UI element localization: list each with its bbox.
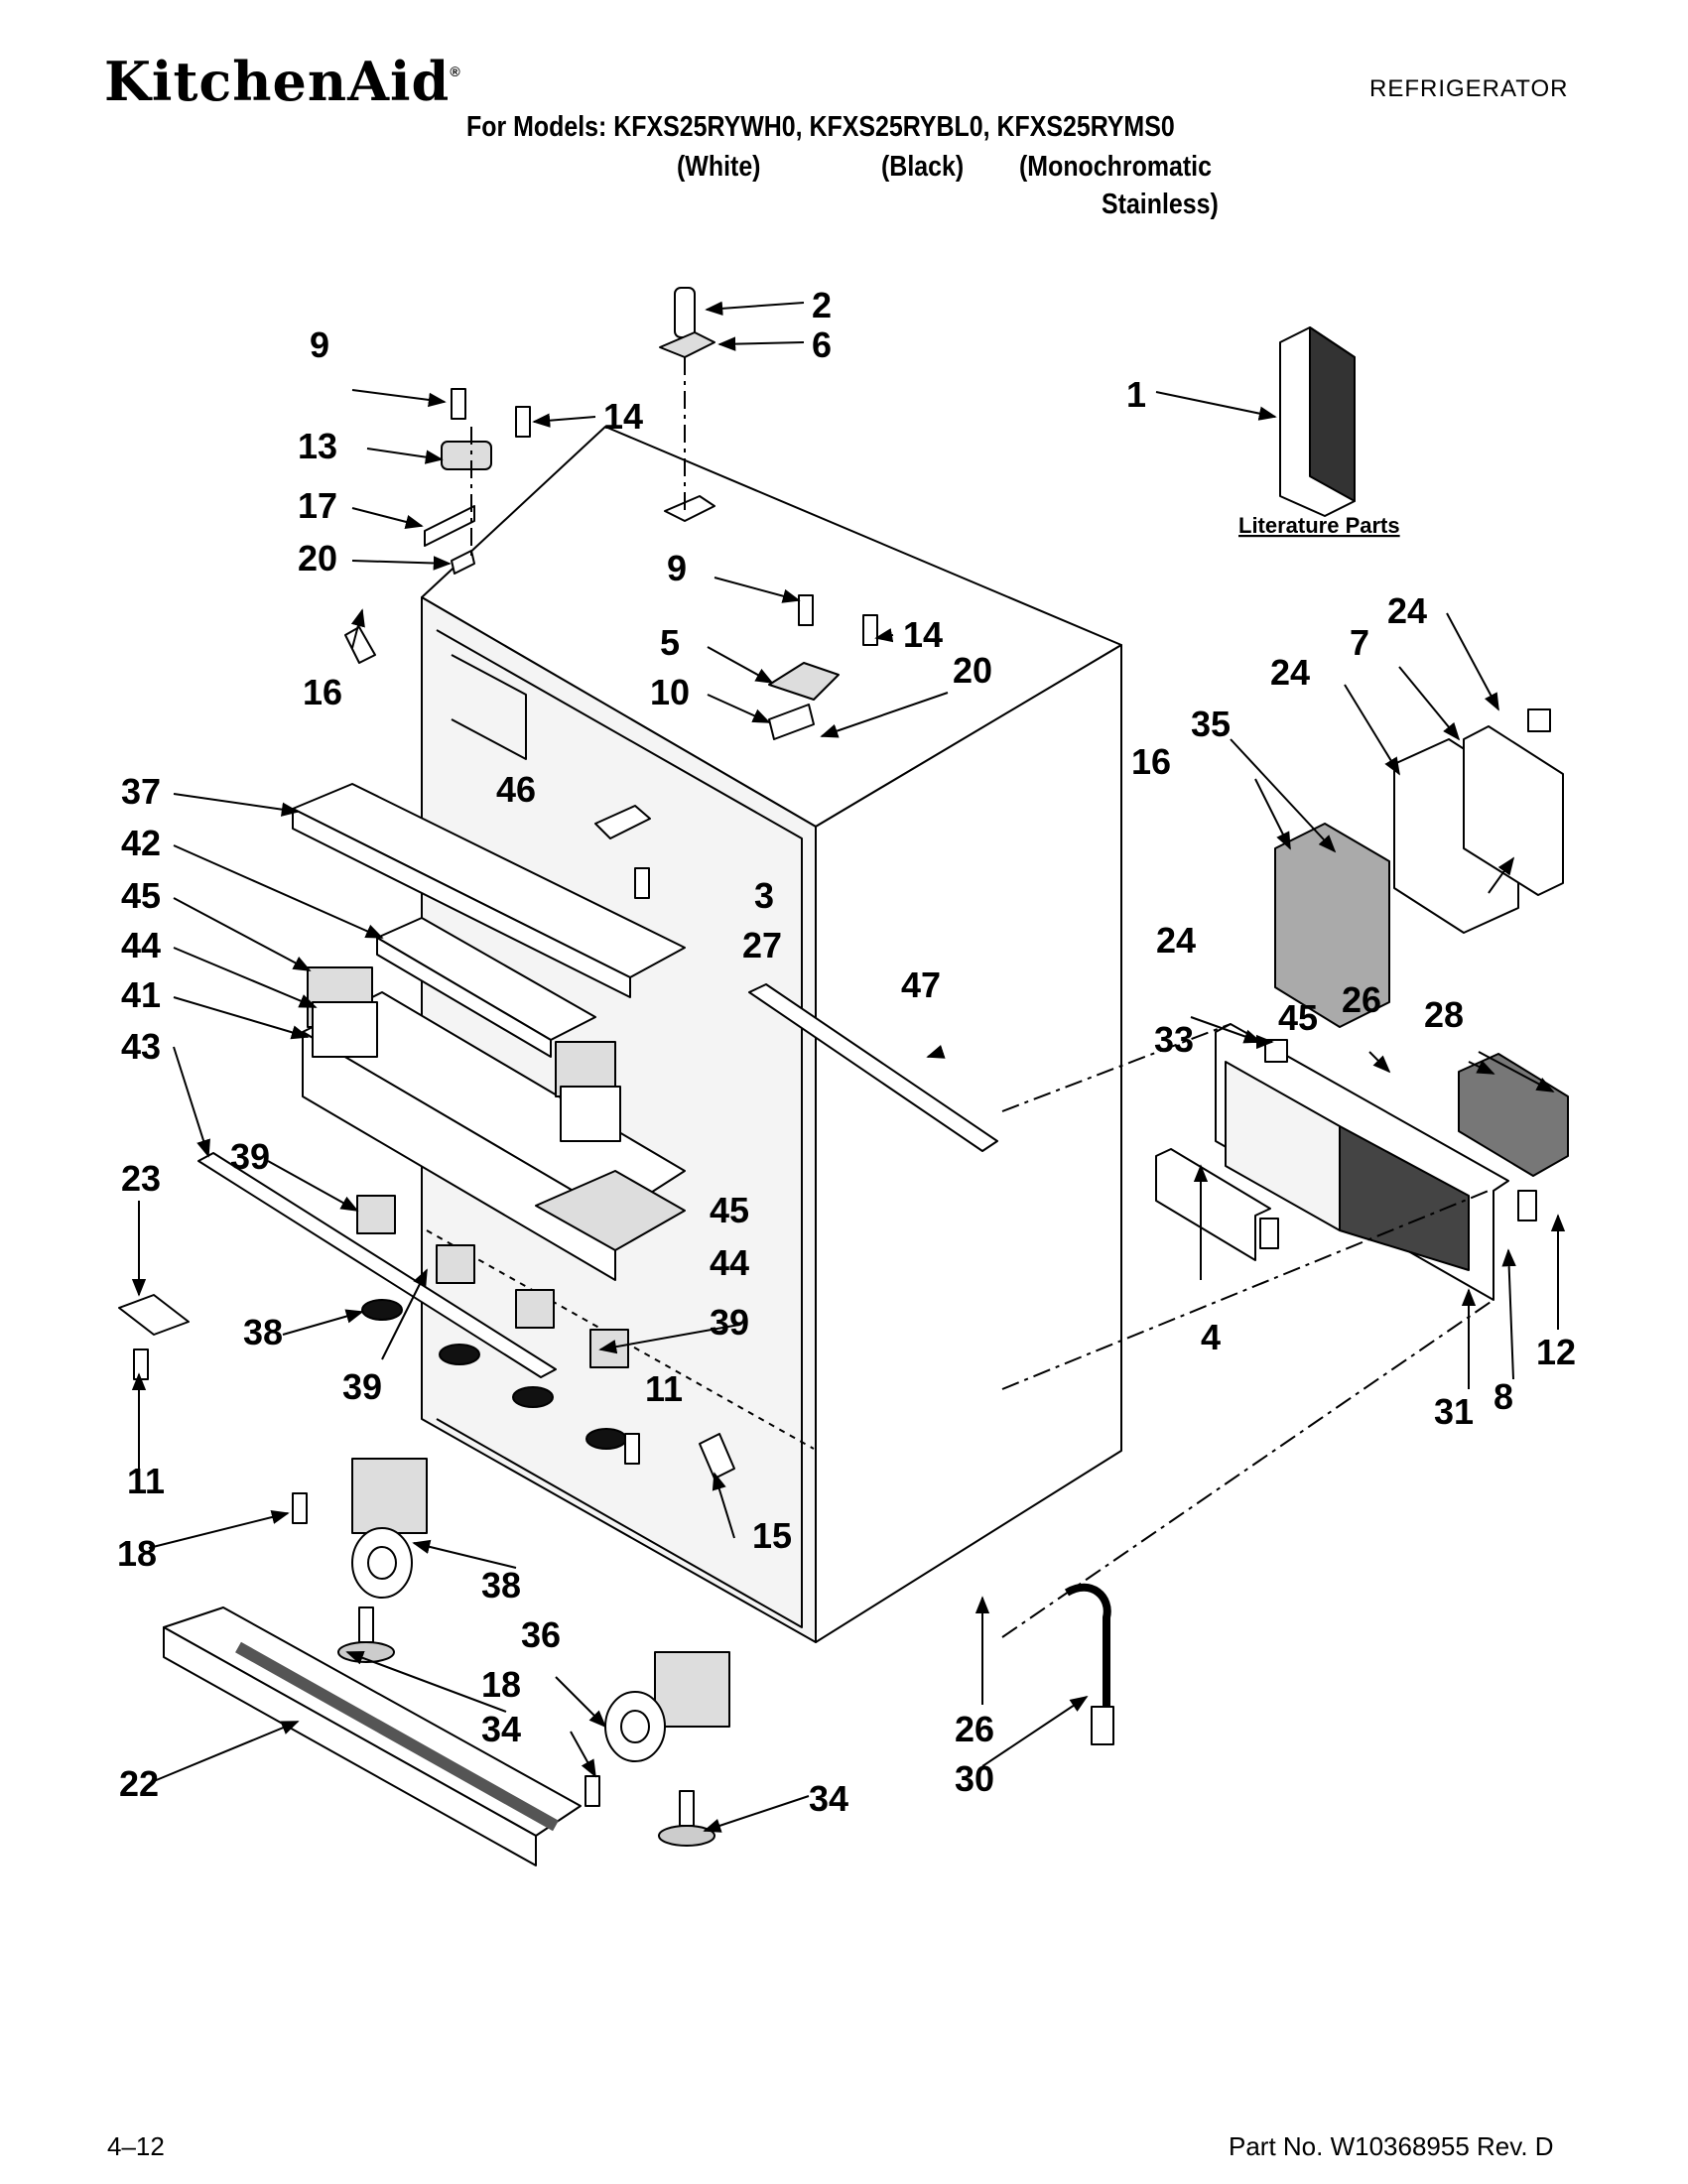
drawer-slide-assembly-40 [302,991,686,1281]
callout-12: 12 [1536,1332,1576,1372]
callout-43-right: 44 [710,1242,749,1283]
drawer-pads-38 [361,1299,627,1450]
callout-26: 26 [955,1709,994,1749]
callout-7: 7 [1350,622,1369,663]
brand-logo: KitchenAid® [104,50,461,113]
page-number: 4–12 [107,2131,165,2161]
leveling-feet [337,1606,715,1847]
part-number: Part No. W10368955 Rev. D [1229,2131,1554,2161]
callout-11-left: 11 [127,1461,165,1501]
callout-17: 16 [303,672,342,712]
power-cord-31 [1064,1583,1114,1745]
callout-39-low: 39 [342,1366,382,1407]
electrical-box-16 [1274,823,1390,1028]
variant-monochromatic: (Monochromatic [1019,151,1212,183]
callout-14-top: 14 [603,396,643,437]
callout-11-mid: 11 [645,1368,683,1409]
callout-21-mid: 20 [953,650,992,691]
variant-stainless: Stainless) [1102,189,1219,220]
callout-10: 10 [650,672,690,712]
variant-white: (White) [677,151,761,183]
callout-44-left: 45 [121,875,161,916]
callout-4: 4 [1201,1317,1221,1357]
callout-38-left: 38 [243,1312,283,1352]
callout-37: 37 [121,771,161,812]
upper-hinge-right [768,594,878,740]
callout-20-center: 18 [481,1664,521,1705]
callout-5: 5 [660,622,680,663]
models-line: For Models: KFXS25RYWH0, KFXS25RYBL0, KF… [466,111,1175,143]
callout-42: 42 [121,823,161,863]
callout-23: 24 [1270,652,1310,693]
literature-parts-booklet [1279,326,1356,517]
literature-parts-label: Literature Parts [1238,513,1400,538]
slide-rail-42 [376,917,596,1058]
callout-13: 13 [298,426,337,466]
water-inlet-parts [659,287,715,522]
callout-31: 30 [955,1758,994,1799]
callout-29: 28 [1424,994,1464,1035]
control-board-27 [1458,1053,1569,1177]
callout-9-mid: 9 [667,548,687,588]
callout-34-center: 34 [481,1709,521,1749]
callout-43-left: 44 [121,925,161,965]
small-brackets [118,626,735,1479]
callout-46: 46 [496,769,536,810]
drawer-stops-39 [356,1195,629,1368]
callout-45: 45 [1278,997,1318,1038]
drawer-brackets-43-44 [307,966,621,1142]
callout-24: 23 [121,1158,161,1199]
rear-access-panel-30 [1215,1023,1509,1301]
variant-black: (Black) [881,151,965,183]
callout-40: 41 [121,974,161,1015]
callout-6: 6 [812,324,832,365]
callout-35: 35 [1191,704,1231,744]
callout-25-top: 24 [1387,590,1427,631]
callout-9-top: 9 [310,324,329,365]
callout-33: 33 [1154,1019,1194,1060]
callout-18: 17 [298,485,337,526]
callout-28: 27 [742,925,782,965]
front-roller-right [604,1651,730,1762]
callout-22: 22 [119,1763,159,1804]
callout-2: 2 [812,285,832,325]
track-47 [748,983,998,1152]
callout-1: 1 [1126,374,1146,415]
front-trim-37 [292,783,686,998]
callout-21-top: 20 [298,538,337,578]
callout-30: 31 [1434,1391,1474,1432]
document-type: REFRIGERATOR [1369,75,1569,102]
callout-8: 8 [1493,1376,1513,1417]
callout-36: 36 [521,1614,561,1655]
callout-16: 16 [1131,741,1171,782]
callout-20-left: 18 [117,1533,157,1574]
callout-44-right: 45 [710,1190,749,1230]
callout-27: 26 [1342,979,1381,1020]
callout-14-mid: 14 [903,614,943,655]
callout-47: 47 [901,964,941,1005]
callout-15: 15 [752,1515,792,1556]
base-grille-22 [163,1606,582,1866]
callout-39-right: 39 [710,1302,749,1343]
callout-25-mid: 24 [1156,920,1196,961]
callout-39-left: 39 [230,1136,270,1177]
front-roller-left [351,1458,428,1599]
upper-hinge-left [424,388,531,575]
callout-41: 43 [121,1026,161,1067]
callout-3: 3 [754,875,774,916]
callout-34-right: 34 [809,1778,848,1819]
cover-7 [1463,725,1564,896]
filter-33 [1155,1148,1271,1261]
callout-38-center: 38 [481,1565,521,1606]
